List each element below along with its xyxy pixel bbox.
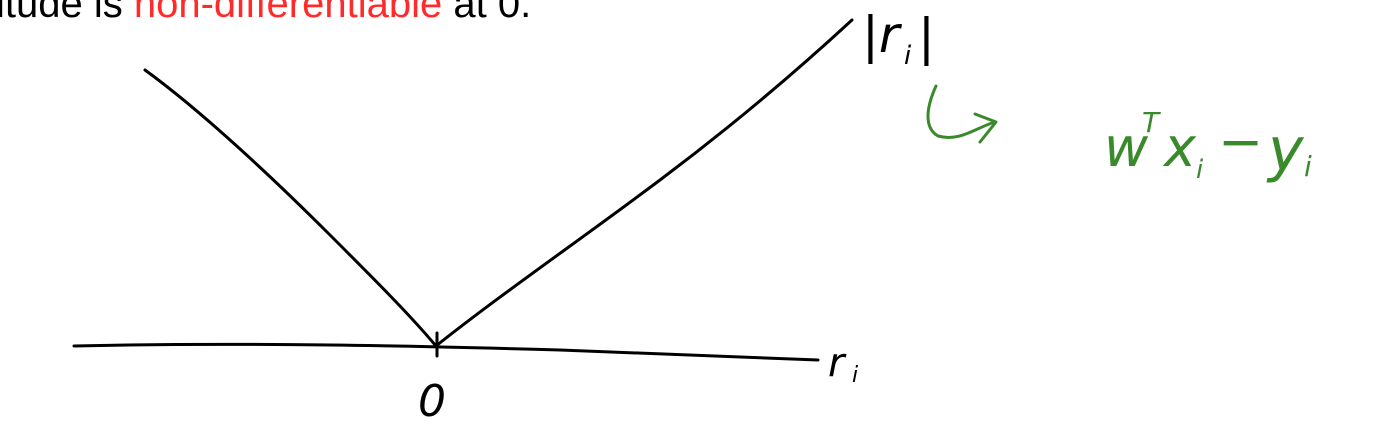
expr-x: x [1162, 116, 1197, 179]
x-axis-label-main: r [828, 340, 847, 386]
curve-label-main: |r [862, 6, 903, 64]
x-axis-line [72, 342, 820, 362]
x-axis-label-sub: i [852, 363, 858, 388]
expr-minus: − [1218, 110, 1263, 173]
expr-y-sub: i [1304, 150, 1312, 183]
abs-curve-left-branch [143, 68, 438, 348]
heading-highlight: non-differentiable [133, 0, 443, 26]
expr-superscript-t: T [1142, 106, 1161, 139]
heading-text-before: itude is [0, 0, 134, 26]
origin-label: 0 [418, 376, 446, 427]
curve-label-close: | [918, 8, 935, 66]
annotation-arrow [926, 84, 997, 139]
abs-curve-right-branch [434, 18, 854, 348]
curve-label-sub: i [904, 41, 912, 71]
slide-heading: itude is non-differentiable at 0. [0, 0, 531, 26]
x-axis-label: r i [828, 340, 858, 388]
curve-label: |r i | [862, 6, 935, 71]
expr-y: y [1266, 115, 1305, 185]
expr-x-sub: i [1196, 155, 1204, 185]
annotation-arrowhead [973, 112, 998, 144]
residual-expression: w T x i − y i [1104, 106, 1312, 185]
expr-w: w [1104, 116, 1149, 179]
heading-text-after: at 0. [442, 0, 532, 26]
